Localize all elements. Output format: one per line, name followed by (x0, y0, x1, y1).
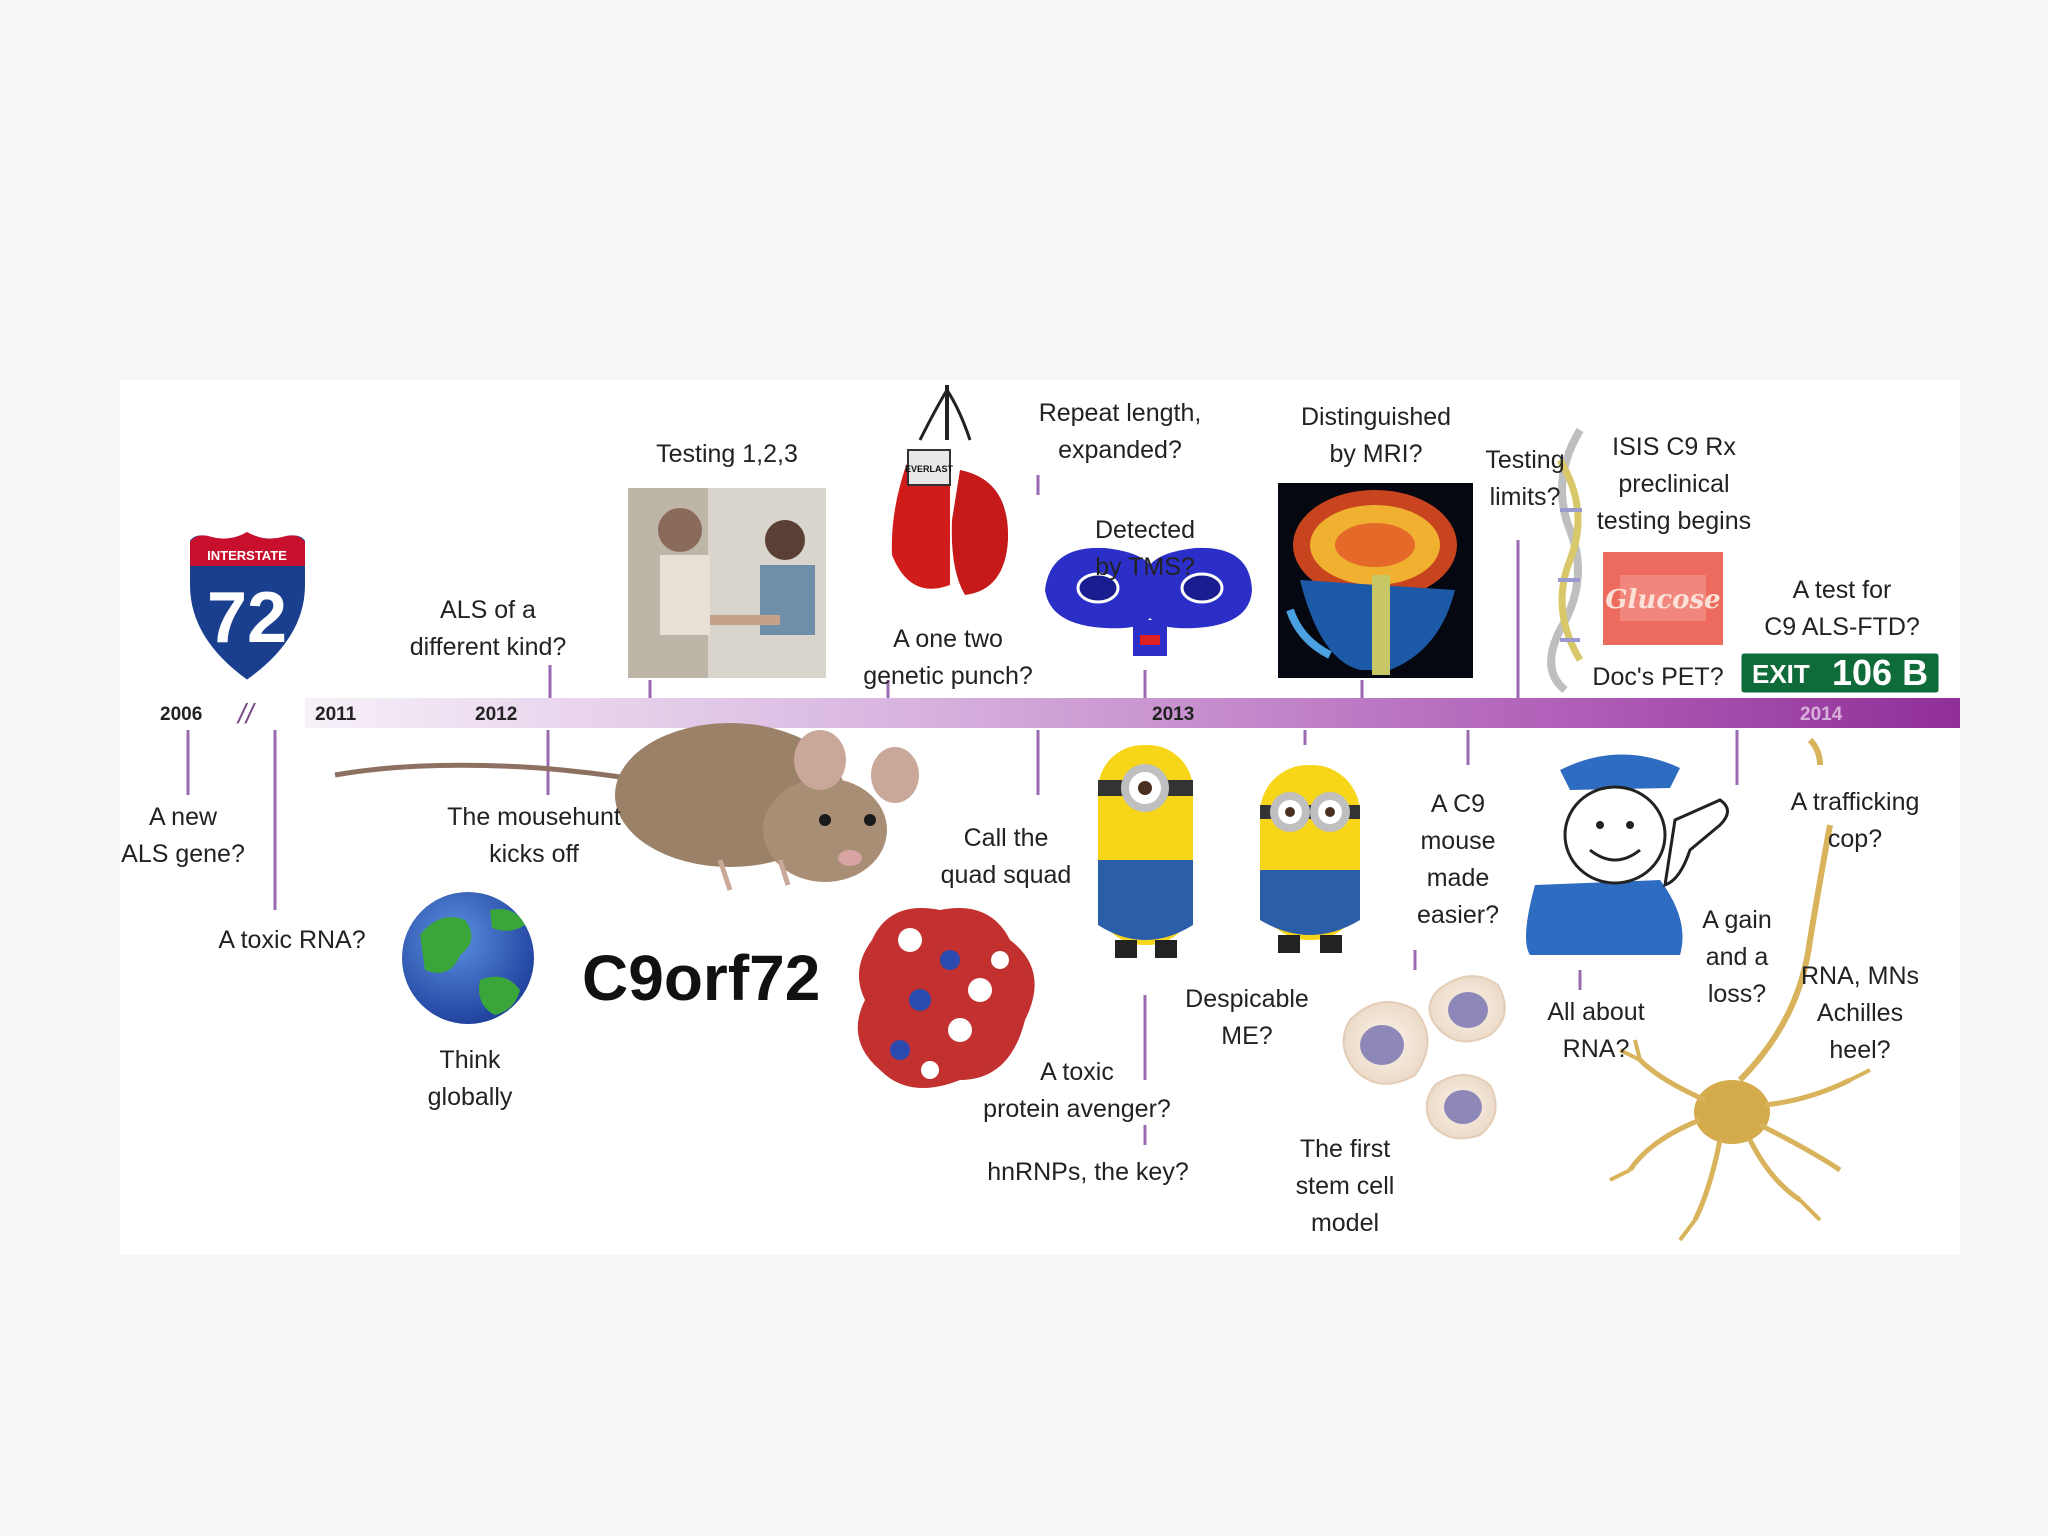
timeline-break-mark: // (236, 698, 257, 729)
interstate-banner: INTERSTATE (207, 548, 287, 563)
exit-number: 106 B (1832, 652, 1928, 693)
stem-cells-image (1342, 975, 1506, 1140)
year-2012: 2012 (475, 704, 517, 725)
minion-left-icon (1098, 745, 1193, 958)
timeline-bar (305, 698, 1960, 728)
label-testing-123: Testing 1,2,3 (656, 440, 798, 468)
label-hnrnps: hnRNPs, the key? (987, 1158, 1189, 1186)
timeline-panel: 2006 // 2011 2012 2013 2014 INTERSTATE 7… (120, 380, 1960, 1255)
year-2011: 2011 (315, 704, 357, 725)
boxing-gloves-icon: EVERLAST (891, 385, 1009, 595)
neuron-icon (1609, 737, 1871, 1242)
connector-lines (186, 475, 1739, 1145)
protein-molecule-image (857, 908, 1035, 1088)
glucose-box-icon: Glucose (1603, 552, 1723, 645)
globe-icon (402, 892, 534, 1024)
timeline-diagram: 2006 // 2011 2012 2013 2014 INTERSTATE 7… (121, 385, 1960, 1242)
exit-word: EXIT (1752, 659, 1810, 689)
gloves-brand: EVERLAST (905, 464, 954, 474)
timeline-axis: 2006 // 2011 2012 2013 2014 (160, 698, 1960, 729)
label-toxic-rna: A toxic RNA? (218, 926, 365, 954)
exit-sign-icon: EXIT 106 B (1738, 650, 1942, 696)
gene-name: C9orf72 (582, 942, 820, 1014)
label-repeat-length: Repeat length,expanded? (1039, 399, 1202, 464)
minion-right-icon (1260, 765, 1360, 953)
mouse-image (334, 723, 919, 891)
interstate-shield-icon: INTERSTATE 72 (186, 527, 309, 685)
police-cop-icon (1526, 754, 1729, 955)
tms-coil-icon (1045, 547, 1252, 656)
year-2013: 2013 (1152, 704, 1194, 725)
interstate-number: 72 (207, 578, 287, 658)
year-2006: 2006 (160, 704, 202, 725)
glucose-text: Glucose (1605, 585, 1720, 615)
mri-brain-image (1278, 483, 1473, 678)
dna-helix-icon (1547, 427, 1584, 694)
label-docs-pet: Doc's PET? (1592, 663, 1723, 691)
year-2014: 2014 (1800, 704, 1843, 725)
testing-photo (628, 488, 826, 678)
